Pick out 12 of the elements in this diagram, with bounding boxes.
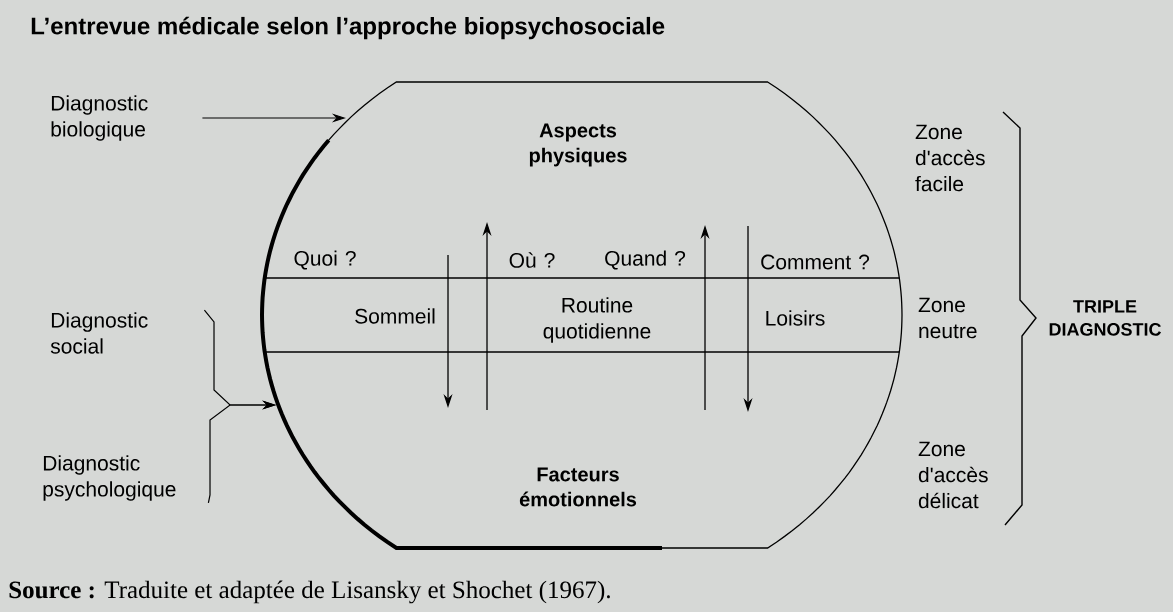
text-label: Diagnostic psychologique bbox=[43, 455, 176, 501]
band: Sommeil Routine quotidienne Loisirs bbox=[264, 277, 900, 353]
text-label: Aspects physiques bbox=[529, 123, 627, 167]
caption: Source : Traduite et adaptée de Lisansky et Shochet (1967). bbox=[9, 580, 610, 604]
text-label: Zone d'accès facile bbox=[915, 124, 985, 192]
text-label: Zone d'accès délicat bbox=[918, 441, 988, 509]
text-label: Diagnostic social bbox=[50, 312, 148, 354]
text-label: Diagnostic biologique bbox=[51, 95, 148, 141]
truncated-circle bbox=[260, 81, 903, 550]
title: L’entrevue médicale selon l’approche biopsychosociale bbox=[31, 16, 665, 40]
text-label: TRIPLE DIAGNOSTIC bbox=[1049, 300, 1161, 336]
text-label: Facteurs émotionnels bbox=[519, 467, 637, 507]
